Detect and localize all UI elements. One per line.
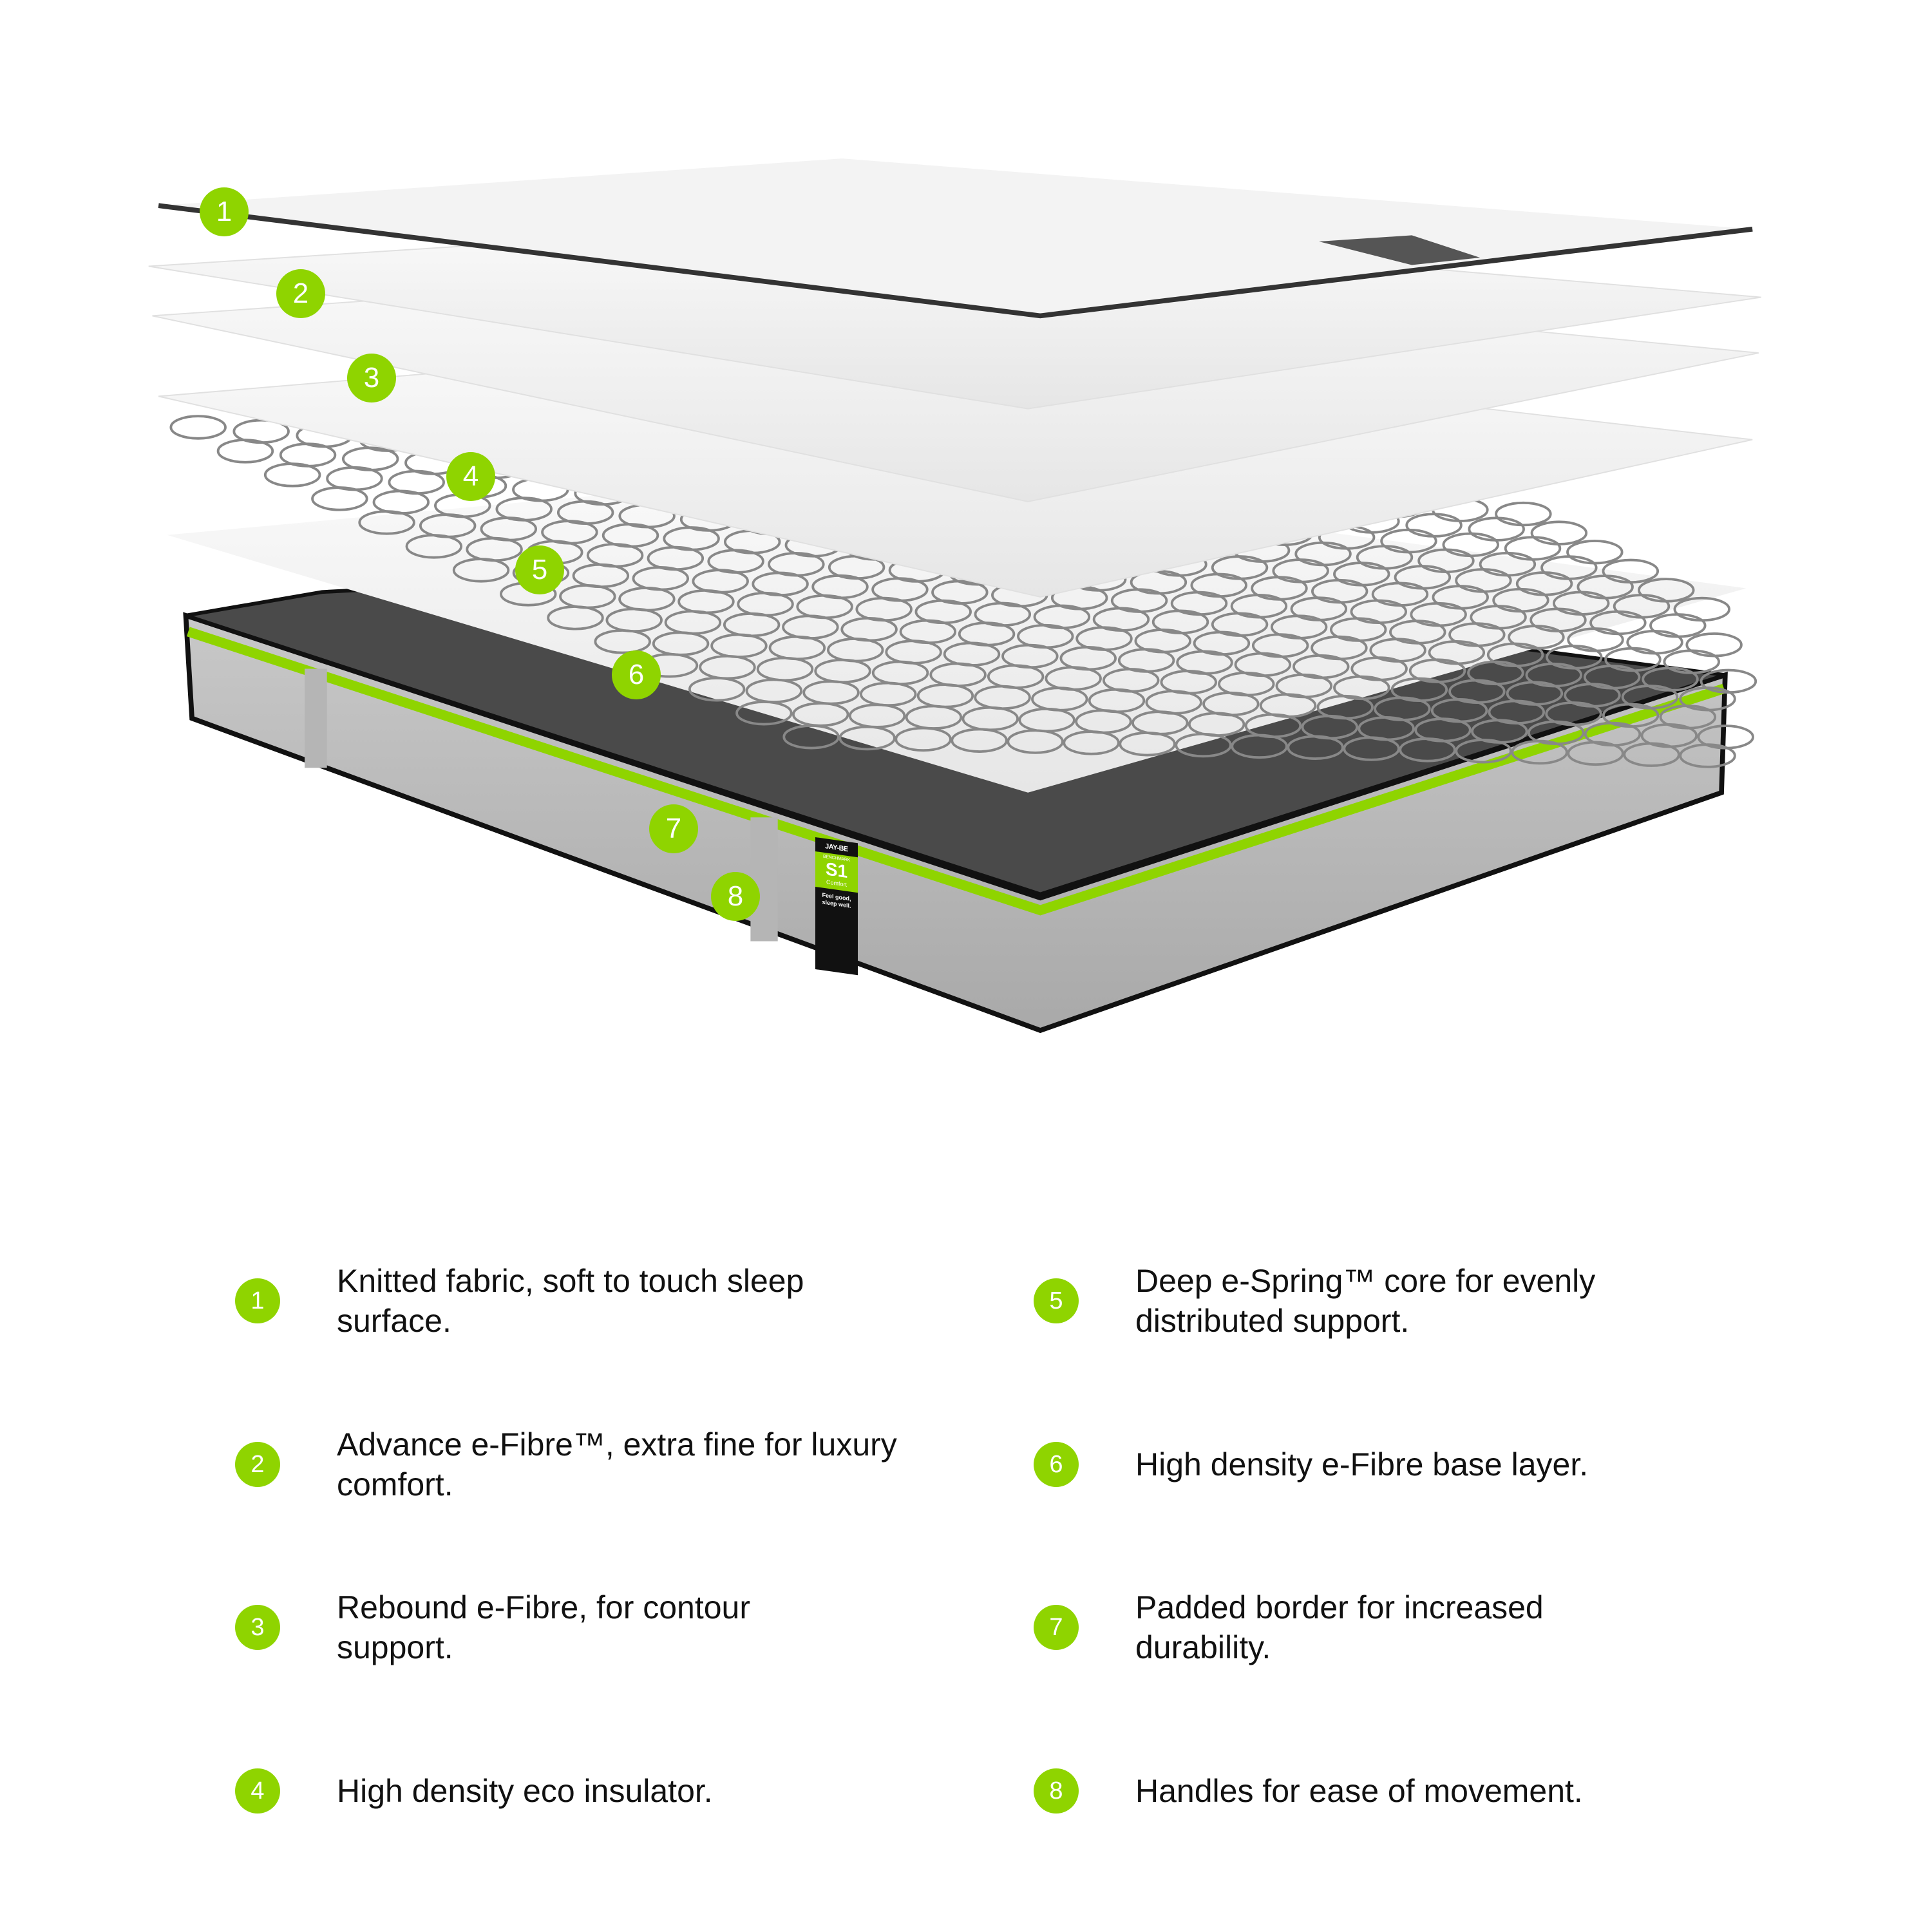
legend-number: 2 bbox=[235, 1442, 280, 1487]
spring-coil bbox=[594, 629, 651, 654]
spring-coil bbox=[1175, 732, 1232, 758]
legend-number: 7 bbox=[1034, 1605, 1079, 1650]
legend-text: Deep e-Spring™ core for evenly distribut… bbox=[1135, 1263, 1596, 1339]
spring-coil bbox=[1649, 613, 1707, 638]
marker-7: 7 bbox=[649, 804, 698, 853]
spring-coil bbox=[1504, 536, 1562, 561]
handle-left bbox=[305, 668, 327, 768]
legend-text: High density e-Fibre base layer. bbox=[1135, 1446, 1589, 1482]
spring-coil bbox=[1405, 513, 1463, 538]
spring-coil bbox=[547, 605, 604, 630]
legend-number: 4 bbox=[235, 1768, 280, 1814]
spring-coil bbox=[1511, 739, 1568, 765]
spring-coil bbox=[1567, 627, 1624, 652]
marker-5: 5 bbox=[515, 545, 564, 594]
spring-coil bbox=[311, 486, 368, 511]
spring-coil bbox=[358, 510, 415, 535]
marker-6: 6 bbox=[612, 650, 661, 699]
legend-text: Advance e-Fibre™, extra fine for luxury … bbox=[337, 1426, 897, 1502]
spring-coil bbox=[1679, 743, 1736, 768]
marker-2: 2 bbox=[276, 269, 325, 318]
spring-coil bbox=[1231, 734, 1288, 759]
spring-coil bbox=[263, 462, 321, 488]
spring-coil bbox=[895, 726, 952, 752]
spring-coil bbox=[1287, 735, 1344, 760]
spring-coil bbox=[1468, 516, 1525, 542]
spring-coil bbox=[1063, 730, 1120, 755]
marker-4: 4 bbox=[446, 452, 495, 501]
spring-coil bbox=[169, 415, 227, 440]
legend-text: Padded border for increased durability. bbox=[1135, 1589, 1544, 1665]
legend-text: Rebound e-Fibre, for contour support. bbox=[337, 1589, 751, 1665]
tag-slogan: Feel good, sleep well. bbox=[822, 891, 851, 909]
spring-coil bbox=[1343, 736, 1400, 761]
spring-coil bbox=[405, 534, 463, 559]
spring-coil bbox=[1626, 630, 1683, 655]
spring-coil bbox=[1399, 737, 1456, 762]
legend-number: 8 bbox=[1034, 1768, 1079, 1814]
spring-coil bbox=[1567, 741, 1624, 766]
spring-coil bbox=[1566, 540, 1624, 565]
spring-coil bbox=[326, 466, 383, 491]
spring-coil bbox=[216, 439, 274, 464]
legend-number: 3 bbox=[235, 1605, 280, 1650]
legend-number: 1 bbox=[235, 1278, 280, 1323]
handle-front bbox=[750, 817, 778, 942]
legend-number: 6 bbox=[1034, 1442, 1079, 1487]
legend-text: Knitted fabric, soft to touch sleep surf… bbox=[337, 1263, 804, 1339]
spring-coil bbox=[1455, 738, 1512, 764]
base-fibre-layer bbox=[167, 470, 1747, 793]
spring-coil bbox=[1495, 501, 1552, 527]
marker-1: 1 bbox=[200, 187, 249, 236]
legend-text: Handles for ease of movement. bbox=[1135, 1773, 1583, 1809]
spring-coil bbox=[1530, 520, 1588, 545]
spring-coil bbox=[1673, 596, 1730, 622]
spring-coil bbox=[735, 701, 793, 726]
spring-coil bbox=[782, 724, 840, 750]
marker-3: 3 bbox=[347, 354, 396, 402]
spring-coil bbox=[372, 489, 430, 515]
spring-coil bbox=[688, 677, 746, 702]
spring-coil bbox=[1685, 632, 1743, 658]
product-tag: JAY-BE BENCHMARK S1 Comfort Feel good, s… bbox=[815, 837, 858, 976]
tag-green-panel: BENCHMARK S1 Comfort bbox=[815, 851, 858, 893]
spring-coil bbox=[452, 558, 510, 583]
marker-8: 8 bbox=[711, 872, 760, 921]
spring-coil bbox=[838, 725, 896, 751]
legend-number: 5 bbox=[1034, 1278, 1079, 1323]
spring-coil bbox=[1119, 731, 1176, 757]
spring-coil bbox=[951, 728, 1008, 753]
knitted-top-layer bbox=[158, 158, 1753, 319]
spring-coil bbox=[1623, 742, 1680, 767]
legend-text: High density eco insulator. bbox=[337, 1773, 713, 1809]
spring-coil bbox=[1007, 729, 1064, 754]
